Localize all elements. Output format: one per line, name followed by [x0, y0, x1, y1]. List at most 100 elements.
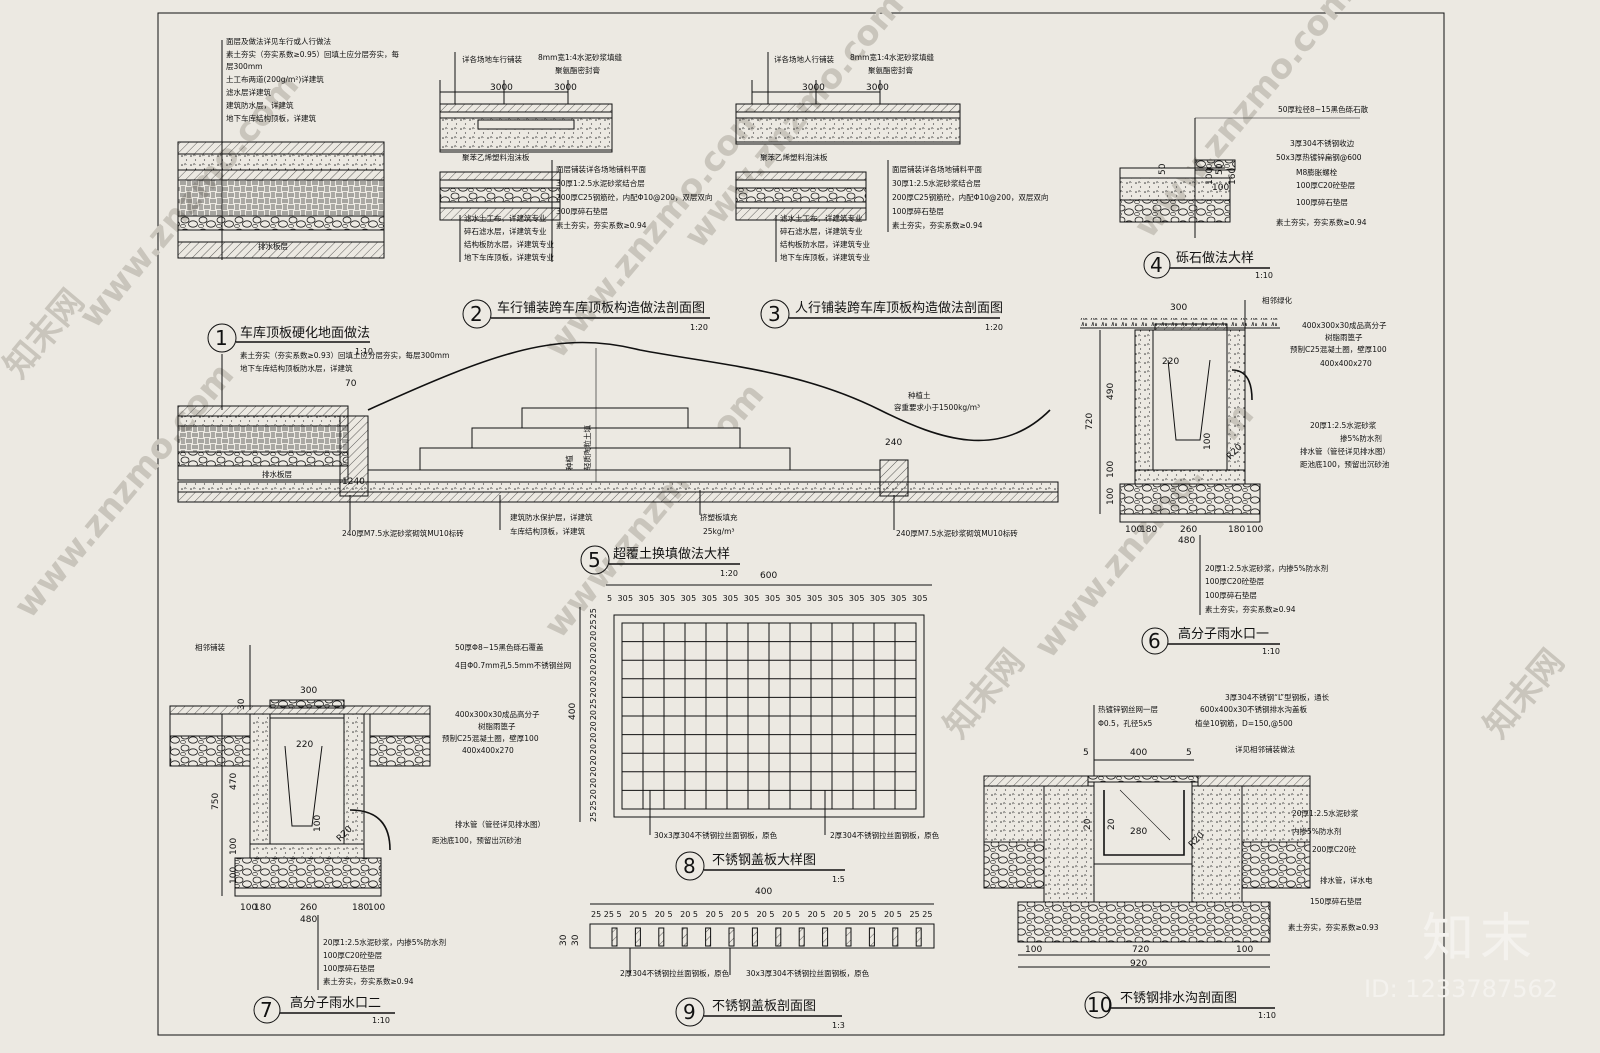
svg-text:聚氨酯密封膏: 聚氨酯密封膏	[555, 65, 600, 75]
svg-text:9: 9	[683, 1000, 696, 1024]
svg-text:480: 480	[1178, 536, 1195, 546]
detail-10-section: 400 5 5 20 20 280 R20 100 720 100 920 3厚…	[983, 692, 1379, 1020]
svg-text:720: 720	[1132, 945, 1149, 955]
cover-plate-grid	[621, 622, 917, 810]
dim-label: 5	[897, 910, 902, 919]
dim-label: 5	[616, 910, 621, 919]
svg-text:70: 70	[345, 379, 357, 389]
svg-text:100: 100	[1025, 945, 1042, 955]
brand-logo: 知末	[1421, 909, 1538, 969]
svg-text:150厚碎石垫层: 150厚碎石垫层	[1310, 896, 1362, 906]
dim-label: 30	[912, 594, 922, 603]
svg-text:100: 100	[229, 867, 239, 884]
svg-text:50厚Φ8~15黑色砾石覆盖: 50厚Φ8~15黑色砾石覆盖	[455, 642, 544, 652]
svg-text:容重要求小于1500kg/m³: 容重要求小于1500kg/m³	[894, 402, 980, 412]
svg-text:30: 30	[571, 934, 581, 946]
section-bar	[705, 927, 712, 947]
svg-text:地下车库结构顶板防水层，详建筑: 地下车库结构顶板防水层，详建筑	[240, 363, 353, 373]
svg-text:素土夯实（夯实系数≥0.93）回填土应分层夯实，每层300m: 素土夯实（夯实系数≥0.93）回填土应分层夯实，每层300mm	[240, 350, 449, 360]
svg-text:聚苯乙烯塑料泡沫板: 聚苯乙烯塑料泡沫板	[462, 152, 530, 162]
svg-text:面层铺装详各场地铺料平面: 面层铺装详各场地铺料平面	[556, 164, 646, 174]
svg-text:种植土: 种植土	[908, 390, 931, 400]
svg-text:2厚304不锈钢拉丝面钢板，原色: 2厚304不锈钢拉丝面钢板，原色	[830, 830, 940, 840]
dim-label: 5	[795, 910, 800, 919]
svg-text:2厚304不锈钢拉丝面钢板，原色: 2厚304不锈钢拉丝面钢板，原色	[620, 968, 730, 978]
svg-text:100: 100	[313, 815, 323, 832]
svg-text:预制C25混凝土圈，壁厚100: 预制C25混凝土圈，壁厚100	[1290, 344, 1387, 354]
dim-label: 20	[859, 910, 869, 919]
svg-text:30x3厚304不锈钢拉丝面钢板，原色: 30x3厚304不锈钢拉丝面钢板，原色	[654, 830, 778, 840]
svg-text:滤水土工布，详建筑专业: 滤水土工布，详建筑专业	[780, 213, 863, 223]
dim-label: 30	[702, 594, 712, 603]
dim-label: 5	[838, 594, 843, 603]
dim-label: 20	[808, 910, 818, 919]
svg-text:挤塑板填充: 挤塑板填充	[700, 512, 738, 522]
dim-label: 20	[589, 778, 598, 788]
dim-label: 25	[589, 619, 598, 629]
detail-1-number: 1	[215, 326, 228, 350]
svg-text:490: 490	[1106, 383, 1116, 400]
dim-label: 20	[589, 744, 598, 754]
svg-text:20厚1:2.5水泥砂浆，内掺5%防水剂: 20厚1:2.5水泥砂浆，内掺5%防水剂	[323, 937, 446, 947]
svg-text:结构板防水层，详建筑专业: 结构板防水层，详建筑专业	[780, 239, 870, 249]
detail-1-notes: 面层及做法详见车行或人行做法 素土夯实（夯实系数≥0.95）回填土应分层夯实，每…	[226, 36, 399, 123]
dim-label: 30	[807, 594, 817, 603]
image-id: ID: 1233787562	[1364, 975, 1558, 1003]
svg-text:3000: 3000	[802, 83, 825, 93]
svg-text:20厚1:2.5水泥砂浆: 20厚1:2.5水泥砂浆	[1310, 420, 1377, 430]
dim-label: 20	[680, 910, 690, 919]
svg-text:100厚碎石垫层: 100厚碎石垫层	[323, 963, 375, 973]
dim-label: 30	[849, 594, 859, 603]
dim-label: 30	[744, 594, 754, 603]
svg-text:距池底100，预留出沉砂池: 距池底100，预留出沉砂池	[1300, 459, 1390, 469]
dim-label: 25	[604, 910, 614, 919]
svg-text:470: 470	[229, 773, 239, 790]
dim-label: 20	[655, 910, 665, 919]
svg-text:详各场地车行铺装: 详各场地车行铺装	[462, 54, 522, 64]
svg-text:240厚M7.5水泥砂浆砌筑MU10标砖: 240厚M7.5水泥砂浆砌筑MU10标砖	[896, 528, 1018, 538]
svg-text:详见相邻铺装做法: 详见相邻铺装做法	[1235, 744, 1295, 754]
svg-text:树脂雨篦子: 树脂雨篦子	[1325, 332, 1363, 342]
svg-text:面层铺装详各场地铺料平面: 面层铺装详各场地铺料平面	[892, 164, 982, 174]
svg-text:30x3厚304不锈钢拉丝面钢板，原色: 30x3厚304不锈钢拉丝面钢板，原色	[746, 968, 870, 978]
svg-text:地下车库顶板，详建筑专业: 地下车库顶板，详建筑专业	[780, 252, 870, 262]
dim-label: 5	[880, 594, 885, 603]
svg-text:920: 920	[1130, 959, 1147, 969]
svg-text:距池底100，预留出沉砂池: 距池底100，预留出沉砂池	[432, 835, 522, 845]
dim-label: 25	[589, 800, 598, 810]
section-bar	[845, 927, 852, 947]
svg-text:车库结构顶板，详建筑: 车库结构顶板，详建筑	[510, 526, 585, 536]
detail-4-section: 50厚粒径8~15黑色砾石散 3厚304不锈钢收边 50x3厚热镀锌扁钢@600…	[1119, 104, 1369, 280]
svg-text:土工布两道(200g/m²)详建筑: 土工布两道(200g/m²)详建筑	[226, 74, 324, 84]
svg-text:1:10: 1:10	[1258, 1011, 1276, 1020]
svg-text:260: 260	[1180, 525, 1197, 535]
dim-label: 30	[828, 594, 838, 603]
svg-text:相邻铺装: 相邻铺装	[195, 642, 225, 652]
svg-text:100: 100	[1236, 945, 1253, 955]
dim-label: 5	[796, 594, 801, 603]
dim-label: 5	[817, 594, 822, 603]
svg-text:3000: 3000	[554, 83, 577, 93]
svg-text:25kg/m³: 25kg/m³	[703, 527, 735, 536]
svg-text:20厚1:2.5水泥砂浆: 20厚1:2.5水泥砂浆	[1292, 808, 1359, 818]
detail-1-inner-label: 排水板层	[258, 241, 288, 251]
dim-label: 5	[628, 594, 633, 603]
section-bar	[868, 927, 875, 947]
svg-text:素土夯实，夯实系数≥0.93: 素土夯实，夯实系数≥0.93	[1288, 922, 1379, 932]
dim-label: 20	[731, 910, 741, 919]
dim-label: 30	[870, 594, 880, 603]
dim-label: 20	[589, 676, 598, 686]
svg-text:相邻绿化: 相邻绿化	[1262, 295, 1292, 305]
dim-label: 5	[859, 594, 864, 603]
svg-text:3000: 3000	[866, 83, 889, 93]
dim-label: 25	[589, 699, 598, 709]
svg-text:滤水层详建筑: 滤水层详建筑	[226, 87, 271, 97]
svg-text:50x3厚热镀锌扁钢@600: 50x3厚热镀锌扁钢@600	[1276, 152, 1362, 162]
section-bar	[892, 927, 899, 947]
svg-text:400x300x30成品高分子: 400x300x30成品高分子	[1302, 320, 1387, 330]
dim-label: 5	[667, 910, 672, 919]
svg-text:400: 400	[755, 887, 772, 897]
